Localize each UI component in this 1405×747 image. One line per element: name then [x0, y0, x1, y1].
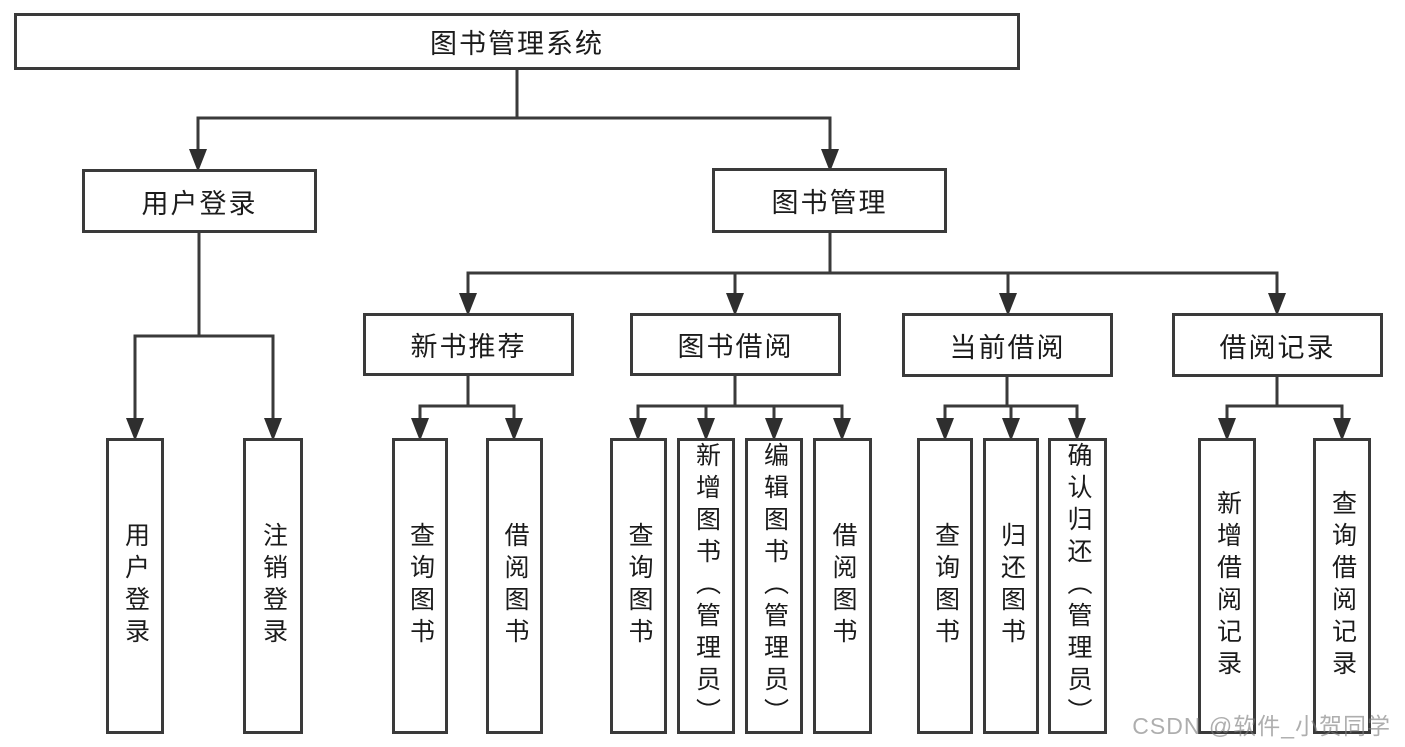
leaf-label: 确认归还（管理员）: [1064, 442, 1092, 730]
leaf-label: 注销登录: [259, 522, 288, 650]
leaf-query-books-current: 查询图书: [917, 438, 973, 734]
leaf-label: 新增图书（管理员）: [692, 442, 721, 730]
node-library-management-system: 图书管理系统: [14, 13, 1020, 70]
leaf-logout: 注销登录: [243, 438, 303, 734]
node-user-login: 用户登录: [82, 169, 317, 233]
leaf-edit-books-admin: 编辑图书（管理员）: [745, 438, 803, 734]
node-book-management: 图书管理: [712, 168, 947, 233]
leaf-label: 查询图书: [625, 522, 653, 650]
leaf-confirm-return-admin: 确认归还（管理员）: [1048, 438, 1107, 734]
node-current-borrowing: 当前借阅: [902, 313, 1113, 377]
leaf-label: 归还图书: [997, 522, 1026, 650]
leaf-label: 编辑图书（管理员）: [760, 442, 789, 730]
leaf-label: 查询借阅记录: [1328, 490, 1357, 682]
node-borrowing-records: 借阅记录: [1172, 313, 1383, 377]
leaf-label: 查询图书: [406, 522, 435, 650]
leaf-borrow-books-borrowing: 借阅图书: [813, 438, 872, 734]
leaf-add-books-admin: 新增图书（管理员）: [677, 438, 735, 734]
node-book-borrowing: 图书借阅: [630, 313, 841, 376]
leaf-label: 新增借阅记录: [1213, 490, 1242, 682]
csdn-watermark: CSDN @软件_小贺同学: [1132, 713, 1391, 739]
leaf-label: 借阅图书: [829, 522, 857, 650]
leaf-query-borrow-record: 查询借阅记录: [1313, 438, 1371, 734]
leaf-borrow-books-recommend: 借阅图书: [486, 438, 543, 734]
leaf-label: 查询图书: [931, 522, 960, 650]
leaf-label: 借阅图书: [501, 522, 529, 650]
leaf-return-books: 归还图书: [983, 438, 1039, 734]
leaf-query-books-recommend: 查询图书: [392, 438, 448, 734]
leaf-user-login: 用户登录: [106, 438, 164, 734]
node-new-book-recommendation: 新书推荐: [363, 313, 574, 376]
leaf-add-borrow-record: 新增借阅记录: [1198, 438, 1256, 734]
leaf-label: 用户登录: [121, 522, 150, 650]
leaf-query-books-borrowing: 查询图书: [610, 438, 667, 734]
